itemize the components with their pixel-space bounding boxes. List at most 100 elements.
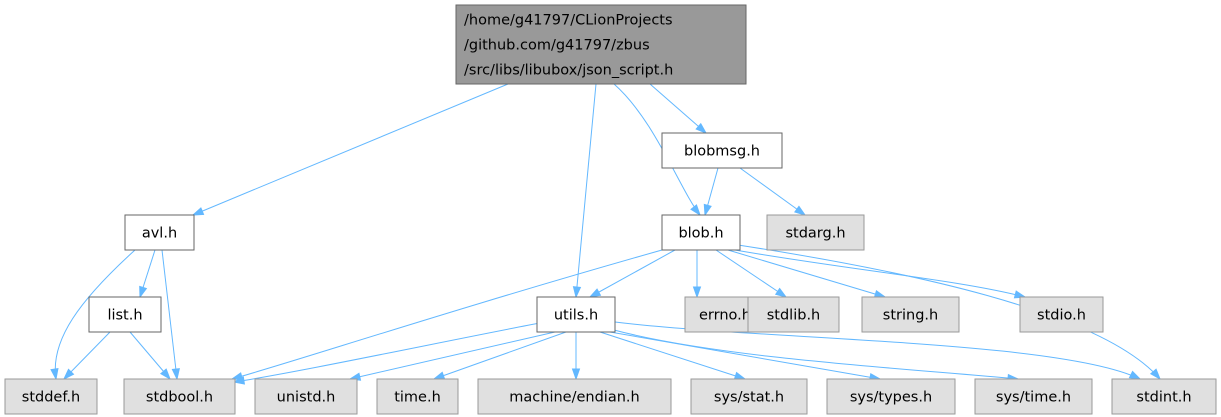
edge-avl-to-stddef <box>50 249 136 381</box>
arrowhead <box>572 286 582 299</box>
node-systime[interactable]: sys/time.h <box>974 378 1093 415</box>
arrowhead <box>1128 370 1142 380</box>
arrowhead <box>62 368 75 381</box>
node-label: machine/endian.h <box>509 390 639 406</box>
node-box <box>124 214 195 251</box>
arrowhead <box>159 368 171 381</box>
node-box <box>123 378 236 415</box>
node-label: stdlib.h <box>767 308 821 324</box>
node-box <box>536 296 616 333</box>
edge-line <box>734 249 1026 298</box>
edge-line <box>161 249 178 380</box>
node-blob[interactable]: blob.h <box>661 214 741 251</box>
arrowhead <box>50 367 59 381</box>
node-systypes[interactable]: sys/types.h <box>826 378 956 415</box>
edge-line <box>649 83 707 134</box>
node-box <box>661 214 741 251</box>
node-box <box>376 378 459 415</box>
node-box <box>861 296 960 333</box>
edge-list-to-stddef <box>62 331 111 381</box>
arrowhead <box>171 368 180 381</box>
edge-utils-to-stdint <box>614 321 1142 380</box>
node-list[interactable]: list.h <box>88 296 162 333</box>
edge-line <box>727 249 886 298</box>
node-unistd[interactable]: unistd.h <box>254 378 358 415</box>
node-stdarg[interactable]: stdarg.h <box>766 214 865 251</box>
node-label: string.h <box>883 308 938 324</box>
edge-line <box>233 321 546 383</box>
arrowhead <box>692 286 702 299</box>
node-root[interactable]: /home/g41797/CLionProjects/github.com/g4… <box>455 4 747 85</box>
node-box <box>690 378 808 415</box>
edge-line <box>614 321 1141 380</box>
nodes-layer: /home/g41797/CLionProjects/github.com/g4… <box>4 4 1217 415</box>
edge-root-to-utils <box>572 83 597 299</box>
edge-line <box>63 331 111 380</box>
node-avl[interactable]: avl.h <box>124 214 195 251</box>
node-box <box>1019 296 1104 333</box>
node-box <box>455 4 747 85</box>
node-label: sys/stat.h <box>714 390 784 406</box>
edge-blob-to-errno <box>692 250 702 299</box>
edge-line <box>192 83 509 216</box>
node-endian[interactable]: machine/endian.h <box>477 378 672 415</box>
edge-utils-to-endian <box>571 332 581 381</box>
edge-line <box>349 331 556 380</box>
node-time[interactable]: time.h <box>376 378 459 415</box>
node-stddef[interactable]: stddef.h <box>4 378 98 415</box>
node-sysstat[interactable]: sys/stat.h <box>690 378 808 415</box>
node-stdio[interactable]: stdio.h <box>1019 296 1104 333</box>
edge-blob-to-utils <box>588 249 676 298</box>
node-label: time.h <box>394 390 441 406</box>
edge-blobmsg-to-stdarg <box>739 167 807 216</box>
node-label: errno.h <box>699 308 751 324</box>
edge-line <box>737 244 1161 380</box>
arrowhead <box>695 122 708 134</box>
arrowhead <box>588 288 602 298</box>
edge-utils-to-sysstat <box>599 331 747 380</box>
edge-utils-to-unistd <box>348 331 556 381</box>
edge-line <box>433 331 567 380</box>
edge-utils-to-stdbool <box>232 321 546 385</box>
node-label: unistd.h <box>277 390 336 406</box>
node-label: stddef.h <box>22 390 80 406</box>
node-utils[interactable]: utils.h <box>536 296 616 333</box>
node-label: blobmsg.h <box>684 144 760 160</box>
edge-line <box>54 249 136 380</box>
edges-layer <box>50 83 1161 385</box>
node-box <box>477 378 672 415</box>
edge-root-to-blobmsg <box>649 83 708 134</box>
node-label: /src/libs/libubox/json_script.h <box>464 63 673 79</box>
arrowhead <box>690 204 701 217</box>
node-box <box>88 296 162 333</box>
node-stdbool[interactable]: stdbool.h <box>123 378 236 415</box>
arrowhead <box>230 372 244 381</box>
node-label: avl.h <box>142 226 177 242</box>
node-stdint[interactable]: stdint.h <box>1111 378 1217 415</box>
node-label: /home/g41797/CLionProjects <box>464 13 673 29</box>
node-label: stdint.h <box>1136 390 1191 406</box>
node-stdlib[interactable]: stdlib.h <box>747 296 840 333</box>
edge-line <box>739 167 806 216</box>
edge-avl-to-list <box>139 249 156 299</box>
arrowhead <box>873 289 887 299</box>
arrowhead <box>232 376 246 385</box>
node-box <box>826 378 956 415</box>
node-label: stdio.h <box>1037 308 1086 324</box>
arrowhead <box>191 207 205 216</box>
node-string[interactable]: string.h <box>861 296 960 333</box>
edge-line <box>575 83 597 298</box>
node-label: list.h <box>107 308 142 324</box>
edge-line <box>589 249 676 298</box>
arrowhead <box>774 287 788 298</box>
node-label: sys/time.h <box>996 390 1071 406</box>
node-label: stdarg.h <box>785 226 845 242</box>
node-blobmsg[interactable]: blobmsg.h <box>661 132 783 169</box>
node-box <box>747 296 840 333</box>
node-box <box>766 214 865 251</box>
node-label: /github.com/g41797/zbus <box>464 38 650 54</box>
edge-line <box>613 329 1019 380</box>
node-label: blob.h <box>678 226 723 242</box>
edge-blob-to-stdlib <box>715 249 788 298</box>
